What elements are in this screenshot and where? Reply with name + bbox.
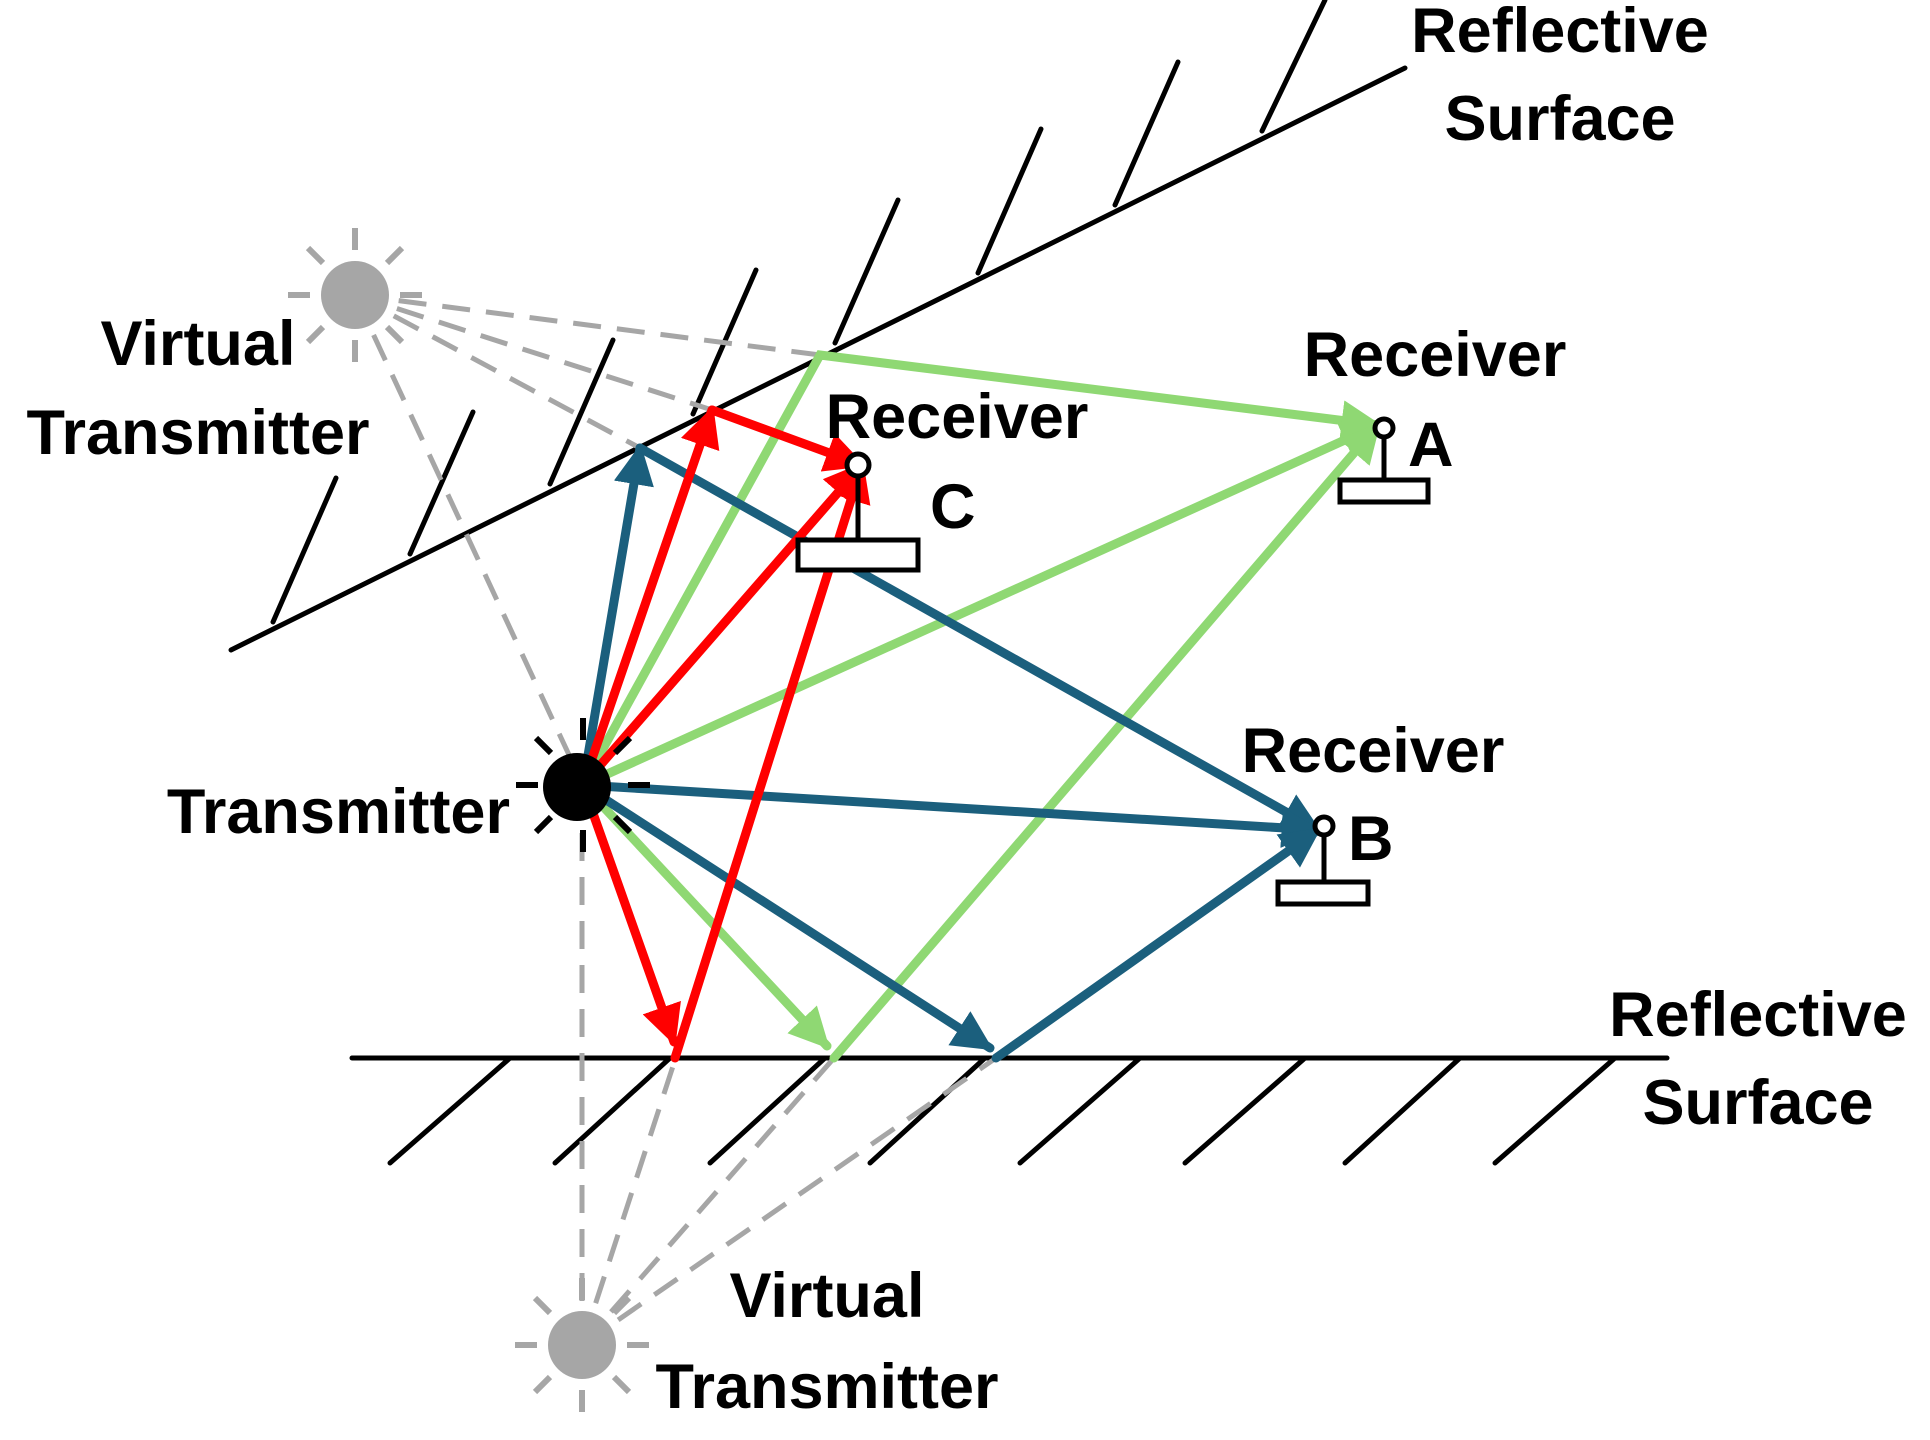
receiver-a-label: Receiver (1304, 320, 1567, 390)
virtual-transmitter-bottom-icon (515, 1278, 649, 1412)
virtual-path (354, 292, 821, 358)
bottom-surface-hatch (552, 1055, 673, 1166)
receiver-a-icon (1337, 416, 1431, 505)
receiver-c-icon (795, 451, 921, 573)
path-b-from-bottom-surface (991, 825, 1323, 1063)
virtual-path (353, 292, 642, 451)
bottom-surface-hatch (387, 1055, 513, 1166)
bottom-surface-hatch (1342, 1055, 1463, 1166)
top-surface-hatch (1112, 59, 1181, 208)
top-surface-hatch (832, 197, 901, 346)
bottom-reflective-surface (349, 1055, 1670, 1166)
top-surface-hatch (547, 337, 616, 487)
virtual-path (580, 1056, 836, 1347)
path-b-to-top-surface (578, 443, 654, 790)
receiver-b-label: Receiver (1242, 716, 1505, 786)
top-surface-hatch (407, 409, 476, 557)
virtual-transmitter-top-label-line1: Virtual (101, 309, 296, 379)
top-surface-label-line1: Reflective (1411, 0, 1709, 66)
bottom-surface-hatch (707, 1055, 828, 1166)
path-b-direct (578, 780, 1323, 848)
virtual-paths (352, 292, 998, 1348)
top-surface-hatch (1259, 0, 1328, 134)
virtual-path (354, 292, 713, 413)
receiver-b-id: B (1348, 804, 1394, 874)
bottom-surface-hatch (1017, 1055, 1143, 1166)
bottom-surface-hatch (1182, 1055, 1308, 1166)
path-c-to-bottom-surface (578, 780, 681, 1047)
virtual-transmitter-top-icon (288, 228, 422, 362)
bottom-surface-label-line1: Reflective (1609, 980, 1907, 1050)
path-c-direct (578, 460, 867, 790)
virtual-path (352, 293, 586, 787)
path-a-from-bottom-surface (829, 420, 1383, 1063)
transmitter-icon (516, 718, 650, 852)
top-surface-hatch (975, 126, 1044, 276)
paths-to-receiver-b (578, 443, 1323, 1063)
virtual-path (579, 1059, 678, 1346)
transmitter-label: Transmitter (167, 777, 510, 847)
paths-to-receiver-c (578, 405, 871, 1063)
virtual-transmitter-bottom-label-line1: Virtual (730, 1261, 925, 1331)
receiver-a-id: A (1408, 410, 1454, 480)
virtual-transmitter-bottom-label-line2: Transmitter (655, 1352, 998, 1422)
path-b-to-bottom-surface (578, 780, 995, 1053)
bottom-surface-hatch (1492, 1055, 1618, 1166)
path-a-via-top-surface (578, 350, 1383, 790)
bottom-surface-hatch (867, 1055, 988, 1166)
paths-to-receiver-a (578, 350, 1383, 1063)
path-b-from-top-surface (635, 443, 1323, 835)
top-surface-hatch (270, 475, 339, 625)
virtual-path (580, 1055, 998, 1348)
path-a-direct (578, 420, 1383, 790)
receiver-c-label: Receiver (826, 382, 1089, 452)
bottom-surface-label-line2: Surface (1642, 1068, 1873, 1138)
path-c-to-top-surface (578, 405, 720, 790)
path-c-from-top-surface (707, 405, 867, 472)
receiver-c-id: C (930, 472, 976, 542)
receiver-b-icon (1275, 814, 1371, 907)
top-surface-label-line2: Surface (1444, 84, 1675, 154)
virtual-transmitter-top-label-line2: Transmitter (26, 398, 369, 468)
